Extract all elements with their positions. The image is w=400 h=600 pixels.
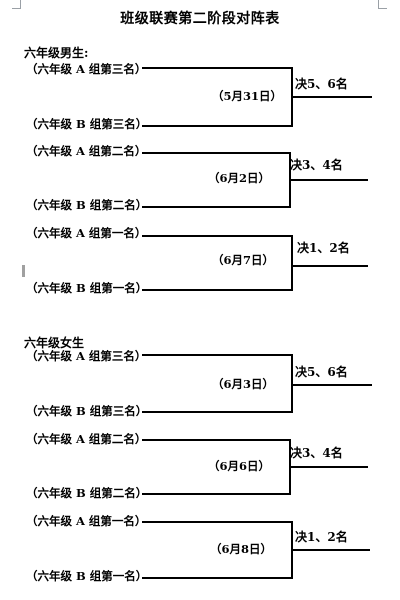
match-result: 决5、6名 (295, 77, 348, 91)
group-label-girls: 六年级女生 (24, 336, 85, 350)
match-date: （6月6日） (208, 459, 271, 473)
match-result: 决3、4名 (290, 446, 343, 460)
match-date: （5月31日） (212, 89, 283, 103)
match-date: （6月2日） (208, 171, 271, 185)
bracket-boys-1 (142, 67, 372, 127)
match-date: （6月3日） (212, 377, 275, 391)
team-label: （六年级 A 组第一名） (26, 514, 147, 528)
team-label: （六年级 B 组第三名） (26, 117, 148, 131)
match-result: 决1、2名 (297, 241, 350, 255)
page-corner-mark (12, 0, 21, 9)
team-label: （六年级 B 组第三名） (26, 404, 148, 418)
bracket-girls-3 (142, 521, 370, 579)
team-label: （六年级 B 组第二名） (26, 486, 148, 500)
team-label: （六年级 A 组第二名） (26, 432, 147, 446)
team-label: （六年级 A 组第三名） (26, 349, 147, 363)
match-date: （6月8日） (210, 542, 273, 556)
bracket-girls-2 (142, 439, 368, 495)
match-result: 决5、6名 (295, 365, 348, 379)
team-label: （六年级 A 组第三名） (26, 62, 147, 76)
match-result: 决3、4名 (290, 158, 343, 172)
match-result: 决1、2名 (295, 530, 348, 544)
page-corner-mark (378, 0, 387, 9)
team-label: （六年级 B 组第二名） (26, 198, 148, 212)
page-title: 班级联赛第二阶段对阵表 (120, 11, 280, 27)
bracket-girls-1 (142, 354, 372, 413)
team-label: （六年级 A 组第二名） (26, 144, 147, 158)
team-label: （六年级 B 组第一名） (26, 569, 148, 583)
text-cursor-marker (22, 265, 25, 277)
group-label-boys: 六年级男生: (24, 46, 89, 60)
team-label: （六年级 A 组第一名） (26, 226, 147, 240)
match-date: （6月7日） (212, 253, 275, 267)
team-label: （六年级 B 组第一名） (26, 281, 148, 295)
bracket-boys-3 (142, 235, 368, 291)
bracket-boys-2 (142, 152, 368, 208)
